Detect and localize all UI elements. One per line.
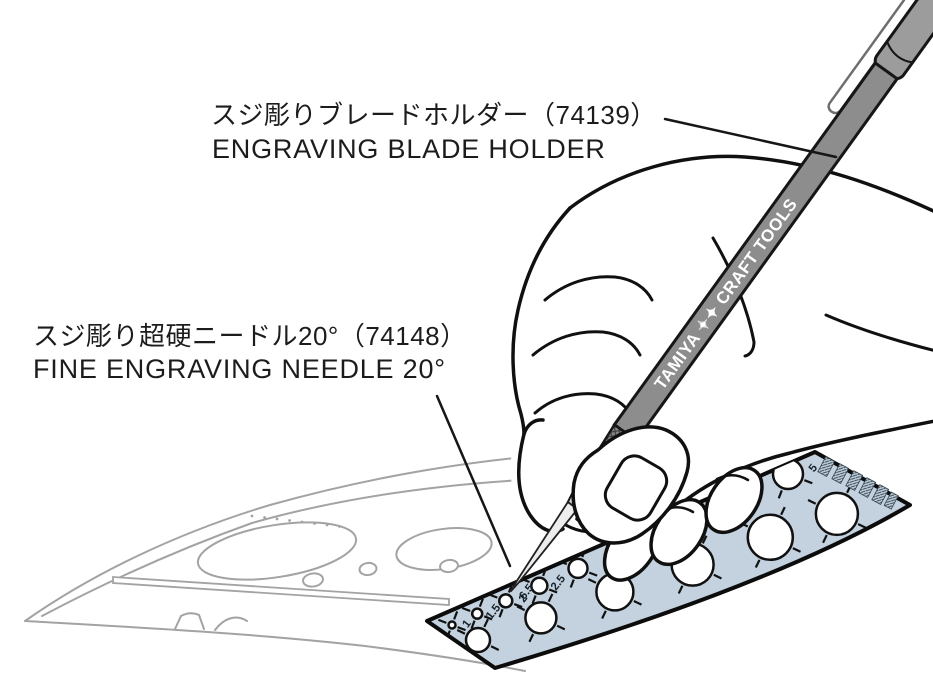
needle-caption-en: FINE ENGRAVING NEEDLE 20° bbox=[33, 354, 446, 384]
hole-tick-mark bbox=[588, 571, 598, 577]
hole-tick-mark bbox=[701, 535, 708, 544]
hole-tick-mark bbox=[677, 585, 684, 594]
template-hole bbox=[524, 601, 558, 635]
hole-tick-mark bbox=[777, 489, 783, 499]
template-hole bbox=[470, 607, 484, 620]
template-holes: 11.522.54.556.5 bbox=[438, 452, 867, 662]
holder-leader-line bbox=[663, 117, 838, 159]
hole-tick-mark bbox=[456, 629, 466, 635]
hole-tick-mark bbox=[792, 547, 801, 553]
wing-inner-line bbox=[41, 522, 253, 617]
hole-tick-mark bbox=[507, 584, 514, 593]
hand-tendon-line bbox=[711, 236, 756, 358]
wing-edge-tab-1 bbox=[174, 612, 205, 630]
wrist-crease bbox=[824, 313, 933, 352]
finger-crease-1 bbox=[543, 275, 654, 302]
hole-tick-mark bbox=[601, 610, 607, 619]
hole-tick-mark bbox=[513, 603, 523, 609]
template-end-marking bbox=[817, 456, 899, 510]
template-hole bbox=[530, 576, 549, 595]
finger-crease-3 bbox=[533, 392, 633, 417]
fingertip-3-crease bbox=[715, 474, 750, 482]
wing-canopy-panel bbox=[196, 521, 358, 581]
hole-tick-mark bbox=[467, 652, 473, 662]
needle-caption-jp: スジ彫り超硬ニードル20°（74148） bbox=[33, 321, 467, 351]
hole-tick-mark bbox=[803, 479, 813, 485]
pen-cap-seam bbox=[886, 41, 913, 64]
wing-panel-line bbox=[251, 478, 541, 524]
hole-tick-mark bbox=[516, 605, 526, 612]
hole-tick-mark bbox=[483, 618, 489, 628]
hole-tick-mark bbox=[587, 578, 597, 584]
hole-tick-mark bbox=[857, 523, 867, 529]
hole-tick-mark bbox=[453, 611, 459, 620]
hole-tick-mark bbox=[556, 624, 566, 631]
index-fingertip-top-line bbox=[522, 418, 545, 436]
hole-tick-mark bbox=[754, 559, 761, 568]
hole-tick-mark bbox=[528, 633, 535, 643]
needle-leader-line bbox=[435, 394, 512, 568]
hole-tick-mark bbox=[521, 577, 530, 584]
thumbnail bbox=[603, 454, 669, 522]
template-hole bbox=[567, 557, 589, 580]
hand-top-contour bbox=[568, 154, 933, 213]
hole-tick-mark bbox=[697, 494, 706, 500]
hole-tick-mark bbox=[780, 506, 786, 516]
hole-tick-mark bbox=[547, 593, 554, 603]
hole-tick-mark bbox=[489, 593, 498, 599]
template-hole bbox=[498, 593, 514, 609]
hole-tick-mark bbox=[498, 608, 504, 618]
wing-hole-3 bbox=[439, 558, 459, 574]
hole-tick-mark bbox=[807, 499, 817, 505]
hole-tick-mark bbox=[470, 620, 476, 630]
hole-tick-mark bbox=[713, 573, 722, 580]
hole-tick-mark bbox=[822, 534, 828, 544]
hole-tick-mark bbox=[548, 588, 558, 594]
template-hole bbox=[746, 513, 795, 562]
finger-crease-2 bbox=[531, 330, 642, 357]
hole-tick-mark bbox=[457, 626, 466, 632]
wing-edge-tab-2 bbox=[214, 616, 248, 631]
blade-holder-caption-jp: スジ彫りブレードホルダー（74139） bbox=[211, 100, 657, 130]
wing-hole-1 bbox=[302, 572, 324, 588]
hole-tick-mark bbox=[569, 579, 575, 588]
template-hole bbox=[814, 491, 860, 537]
fingertip-3 bbox=[704, 465, 764, 535]
hole-tick-mark bbox=[483, 615, 493, 621]
blade-holder-caption-en: ENGRAVING BLADE HOLDER bbox=[212, 134, 606, 164]
wing-actuator-rod bbox=[112, 576, 450, 606]
hole-tick-mark bbox=[763, 463, 773, 469]
hole-tick-mark bbox=[633, 599, 642, 606]
hole-tick-mark bbox=[490, 645, 500, 651]
template-hole bbox=[464, 626, 492, 654]
front-fingers bbox=[571, 425, 764, 582]
hole-tick-mark bbox=[461, 606, 471, 613]
wing-bottom-edge bbox=[24, 620, 526, 672]
template-hole bbox=[447, 620, 457, 630]
hole-tick-mark bbox=[531, 595, 537, 604]
hole-tick-mark bbox=[438, 618, 447, 624]
wing-part-drawing bbox=[24, 450, 639, 672]
wing-hole-2 bbox=[358, 561, 378, 577]
hole-tick-mark bbox=[478, 598, 484, 608]
hand-left-contour bbox=[511, 206, 572, 436]
